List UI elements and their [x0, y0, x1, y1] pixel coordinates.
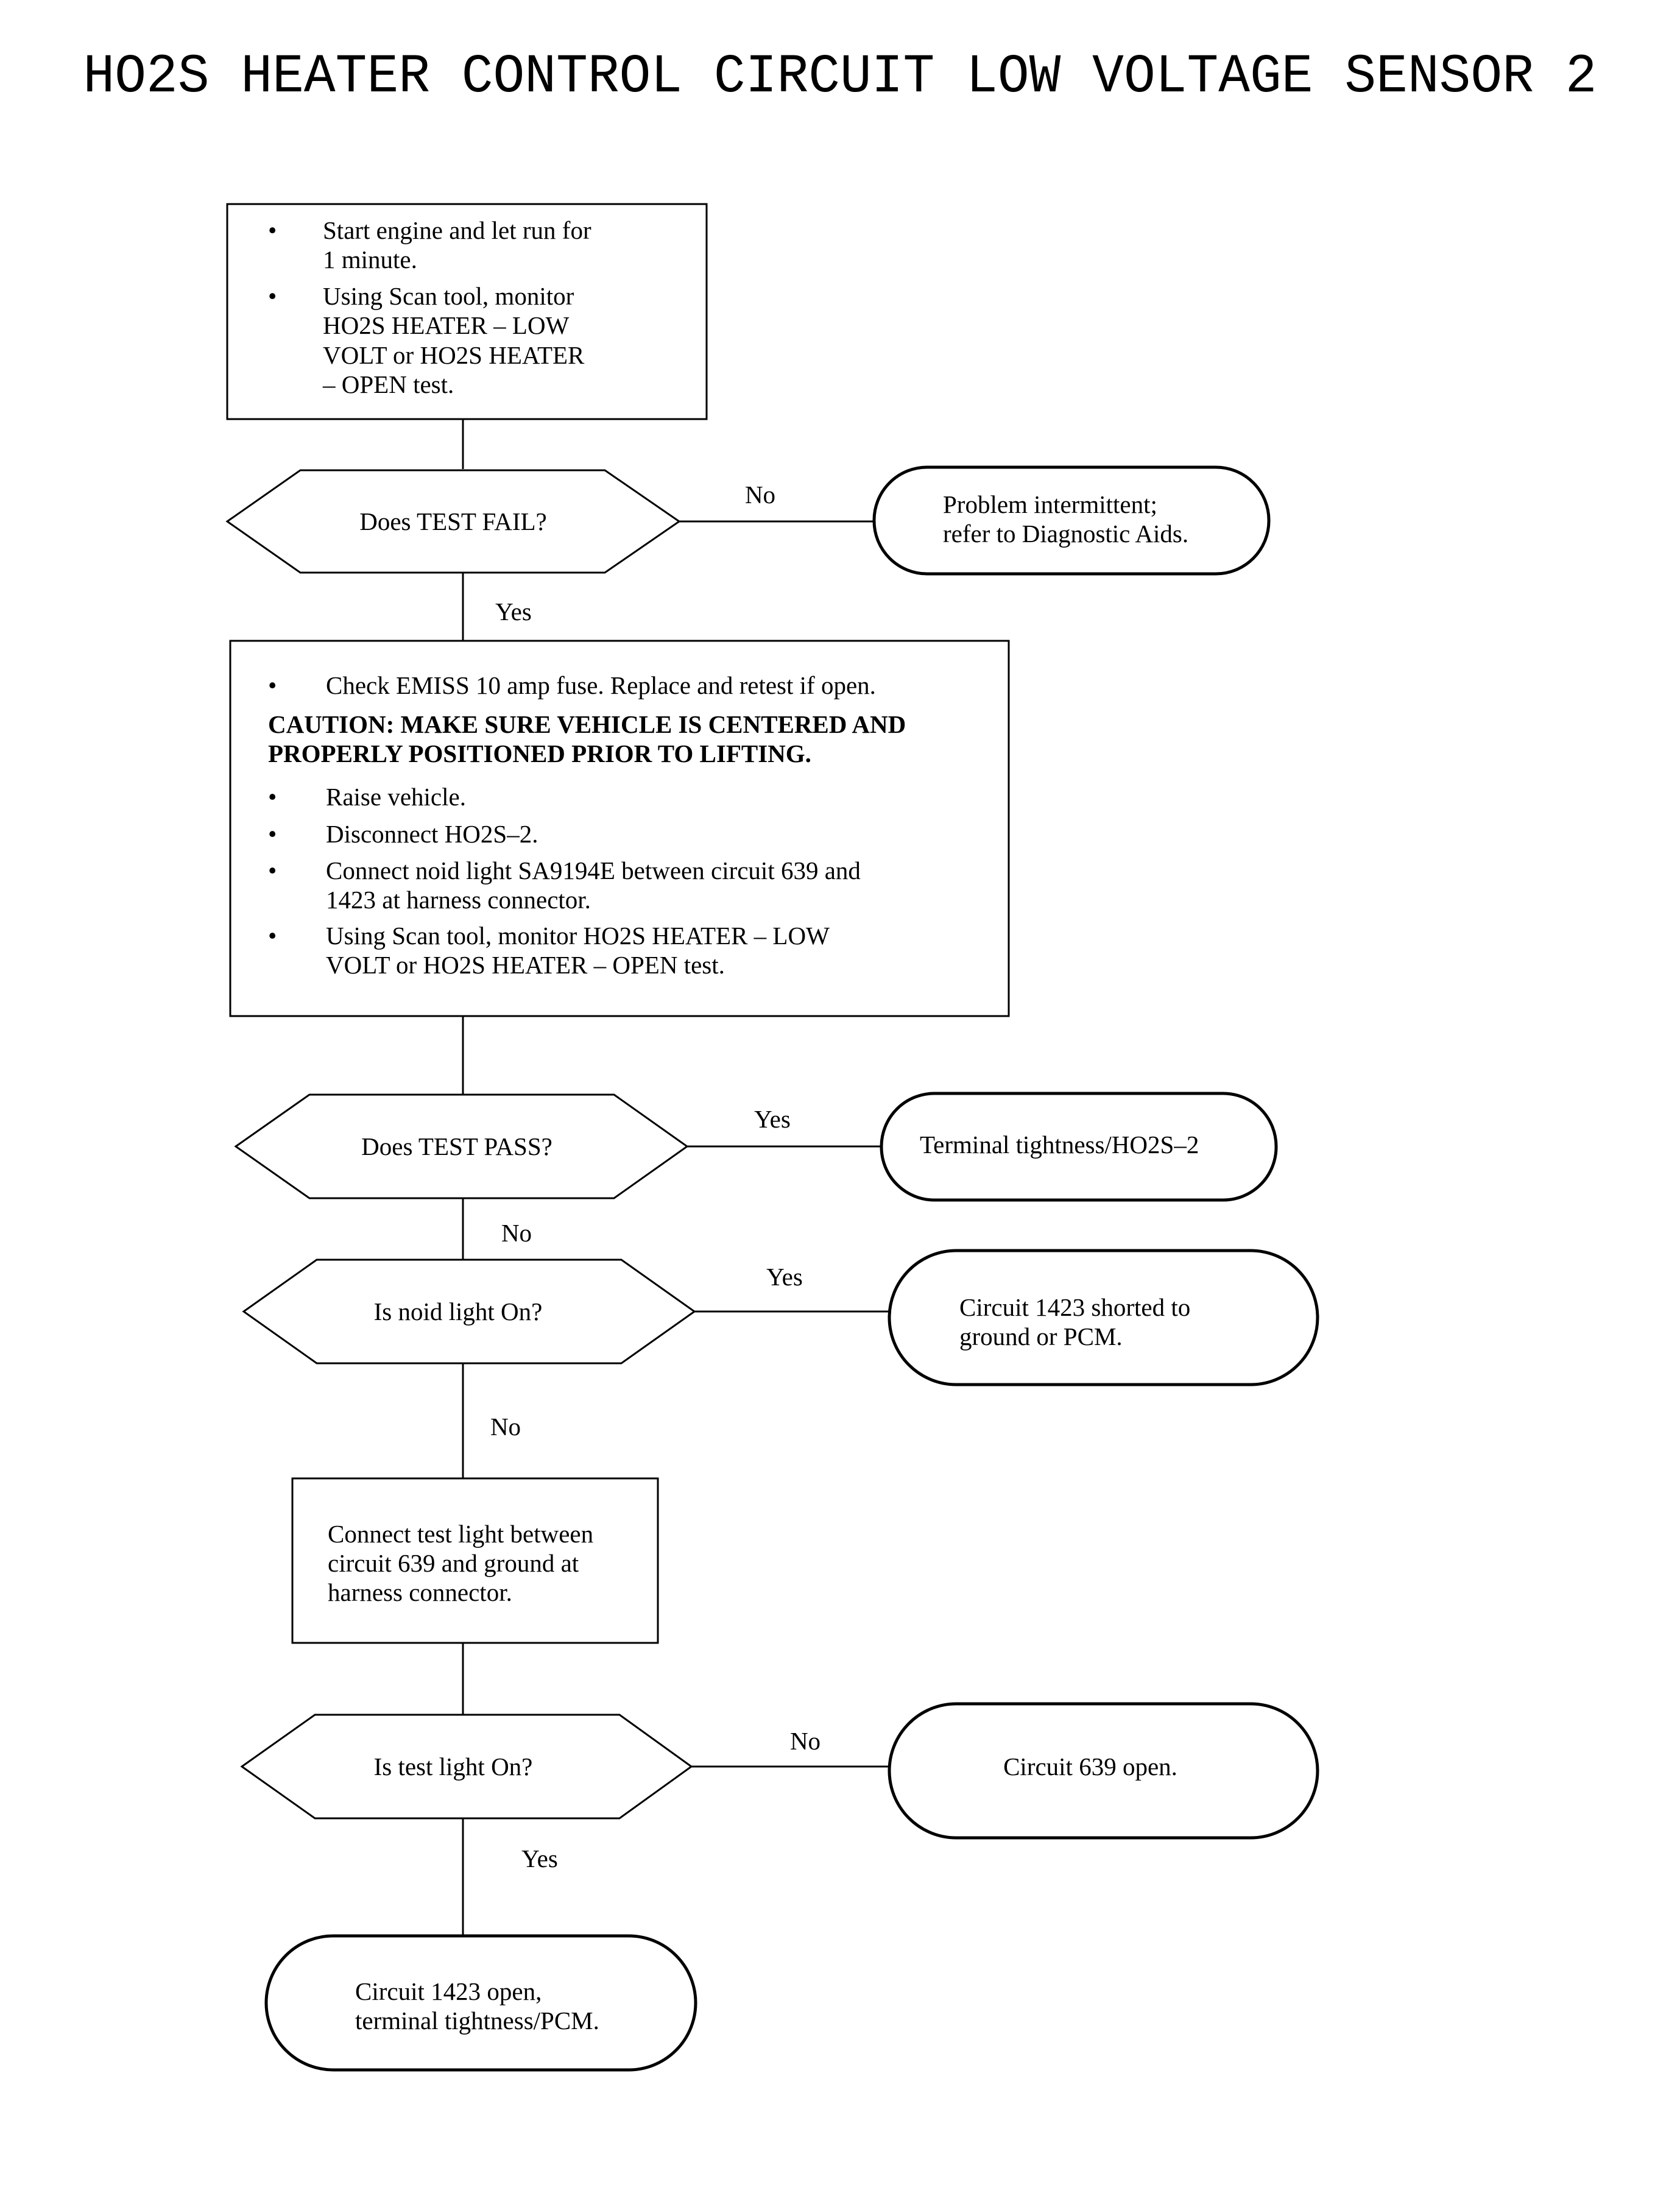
result-circuit-1423-open: Circuit 1423 open, terminal tightness/PC…	[264, 1934, 697, 2072]
bullet: •	[268, 783, 277, 811]
bullet: •	[268, 922, 277, 950]
result-circuit-639-open-text: Circuit 639 open.	[1003, 1753, 1177, 1781]
decision3: Is noid light On?	[242, 1259, 696, 1364]
decision3-yes-label: Yes	[766, 1263, 803, 1291]
step2-box: • Check EMISS 10 amp fuse. Replace and r…	[229, 640, 1010, 1017]
step2-caution-line1: CAUTION: MAKE SURE VEHICLE IS CENTERED A…	[268, 710, 906, 738]
bullet: •	[268, 820, 277, 848]
decision4-yes-label: Yes	[521, 1845, 558, 1873]
decision3-no-label: No	[490, 1413, 521, 1441]
decision1: Does TEST FAIL?	[225, 469, 681, 574]
bullet: •	[268, 671, 277, 699]
step1-box: • Start engine and let run for 1 minute.…	[226, 203, 708, 420]
bullet: •	[268, 216, 277, 244]
step3-line2: circuit 639 and ground at	[328, 1549, 579, 1577]
result-circuit-639-open: Circuit 639 open.	[888, 1702, 1319, 1840]
decision2-no-label: No	[501, 1219, 532, 1247]
step1-item2-line3: VOLT or HO2S HEATER	[323, 341, 585, 369]
step2-item1: Check EMISS 10 amp fuse. Replace and ret…	[326, 671, 876, 699]
step2-item5-line2: VOLT or HO2S HEATER – OPEN test.	[326, 951, 725, 979]
result-intermittent-line1: Problem intermittent;	[943, 490, 1157, 518]
page-title: HO2S HEATER CONTROL CIRCUIT LOW VOLTAGE …	[83, 46, 1597, 108]
step1-item1-line2: 1 minute.	[323, 245, 417, 274]
step2-item3: Disconnect HO2S–2.	[326, 820, 538, 848]
step2-item2: Raise vehicle.	[326, 783, 466, 811]
decision4: Is test light On?	[240, 1714, 693, 1820]
decision2-question: Does TEST PASS?	[361, 1132, 552, 1160]
result-circuit-1423-shorted-line1: Circuit 1423 shorted to	[959, 1293, 1190, 1321]
step2-item5-line1: Using Scan tool, monitor HO2S HEATER – L…	[326, 922, 830, 950]
decision4-no-label: No	[790, 1727, 821, 1755]
decision1-question: Does TEST FAIL?	[359, 507, 546, 535]
decision2: Does TEST PASS?	[234, 1093, 689, 1199]
step1-item2-line4: – OPEN test.	[322, 370, 454, 398]
step3-line1: Connect test light between	[328, 1520, 593, 1548]
step1-item1-line1: Start engine and let run for	[323, 216, 591, 244]
result-terminal-tightness-text: Terminal tightness/HO2S–2	[920, 1131, 1199, 1159]
step3-box: Connect test light between circuit 639 a…	[291, 1477, 659, 1644]
bullet: •	[268, 856, 277, 884]
result-terminal-tightness: Terminal tightness/HO2S–2	[880, 1092, 1278, 1202]
step2-item4-line1: Connect noid light SA9194E between circu…	[326, 856, 861, 884]
connectors	[462, 419, 889, 1936]
bullet: •	[268, 282, 277, 310]
decision1-no-label: No	[745, 481, 775, 509]
step2-caution-line2: PROPERLY POSITIONED PRIOR TO LIFTING.	[268, 740, 811, 768]
result-circuit-1423-shorted-line2: ground or PCM.	[959, 1322, 1123, 1350]
decision3-question: Is noid light On?	[374, 1297, 543, 1326]
decision1-yes-label: Yes	[495, 598, 532, 626]
result-intermittent-line2: refer to Diagnostic Aids.	[943, 520, 1188, 548]
result-circuit-1423-shorted: Circuit 1423 shorted to ground or PCM.	[888, 1249, 1319, 1386]
step1-item2-line2: HO2S HEATER – LOW	[323, 311, 570, 339]
result-circuit-1423-open-line1: Circuit 1423 open,	[355, 1977, 542, 2005]
step2-item4-line2: 1423 at harness connector.	[326, 886, 591, 914]
step1-item2-line1: Using Scan tool, monitor	[323, 282, 574, 310]
decision4-question: Is test light On?	[374, 1753, 533, 1781]
decision2-yes-label: Yes	[754, 1105, 791, 1133]
step3-line3: harness connector.	[328, 1578, 512, 1606]
result-circuit-1423-open-line2: terminal tightness/PCM.	[355, 2007, 599, 2035]
result-intermittent: Problem intermittent; refer to Diagnosti…	[872, 465, 1271, 576]
